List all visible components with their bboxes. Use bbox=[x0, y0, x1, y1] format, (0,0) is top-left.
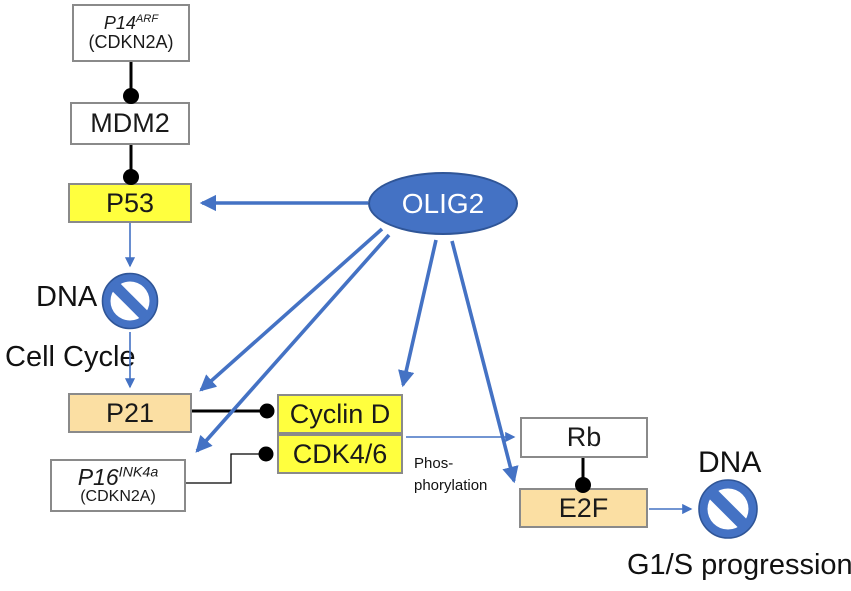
p21-label: P21 bbox=[105, 397, 155, 428]
edge-p16-cdk46 bbox=[186, 453, 261, 484]
node-p21: P21 bbox=[68, 393, 192, 433]
node-cyclin-d: Cyclin D bbox=[277, 394, 403, 434]
p14arf-alias: (CDKN2A) bbox=[88, 32, 174, 52]
p16ink4a-base: P16 bbox=[77, 464, 119, 491]
edge-olig2-cyclind-arrow bbox=[398, 239, 438, 388]
e2f-label: E2F bbox=[558, 492, 609, 523]
edge-olig2-p21-arrow bbox=[199, 227, 384, 392]
node-olig2: OLIG2 bbox=[368, 172, 518, 235]
mdm2-label: MDM2 bbox=[90, 108, 170, 139]
phosphorylation-label: Phos- phorylation bbox=[414, 453, 510, 497]
node-p16ink4a: P16INK4a (CDKN2A) bbox=[50, 459, 186, 512]
edge-p21-cyclind-dot bbox=[259, 403, 275, 419]
prohibition-icon bbox=[101, 272, 159, 330]
phosphorylation-line2: phorylation bbox=[414, 477, 488, 494]
node-cdk46: CDK4/6 bbox=[277, 434, 403, 474]
node-e2f: E2F bbox=[519, 488, 648, 528]
p14arf-base: P14 bbox=[103, 13, 136, 34]
p14arf-superscript: ARF bbox=[135, 13, 159, 26]
olig2-label: OLIG2 bbox=[401, 187, 485, 219]
dna-left-label: DNA bbox=[36, 281, 98, 313]
node-rb: Rb bbox=[520, 417, 648, 458]
cell-cycle-label: Cell Cycle bbox=[5, 341, 136, 373]
node-mdm2: MDM2 bbox=[70, 102, 190, 145]
cdk46-label: CDK4/6 bbox=[292, 438, 388, 469]
node-p14arf: P14ARF (CDKN2A) bbox=[72, 4, 190, 62]
dna-right-label: DNA bbox=[698, 446, 762, 479]
prohibition-icon bbox=[698, 479, 758, 539]
g1s-progression-label: G1/S progression bbox=[627, 549, 851, 581]
cyclin-d-label: Cyclin D bbox=[289, 398, 391, 429]
p16ink4a-superscript: INK4a bbox=[118, 464, 159, 481]
p14arf-name: P14ARF bbox=[103, 13, 159, 34]
edge-olig2-e2f-arrow bbox=[450, 240, 519, 484]
phosphorylation-line1: Phos- bbox=[414, 455, 454, 472]
edge-p16-cdk46-dot bbox=[258, 446, 274, 462]
p16ink4a-alias: (CDKN2A) bbox=[80, 488, 156, 506]
p16ink4a-name: P16INK4a bbox=[78, 465, 159, 489]
p53-label: P53 bbox=[105, 187, 155, 218]
node-p53: P53 bbox=[68, 183, 192, 223]
rb-label: Rb bbox=[566, 422, 602, 453]
